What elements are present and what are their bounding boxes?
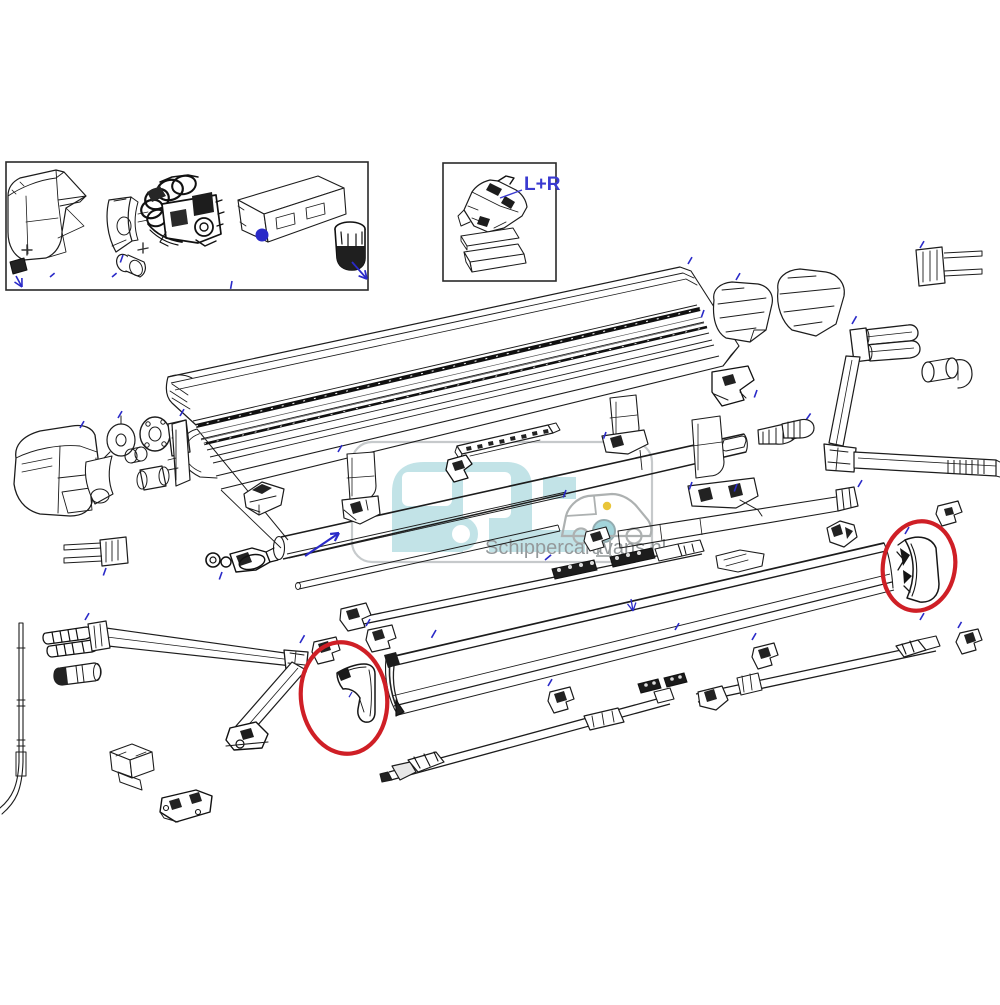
svg-text:L+R: L+R bbox=[524, 174, 561, 195]
